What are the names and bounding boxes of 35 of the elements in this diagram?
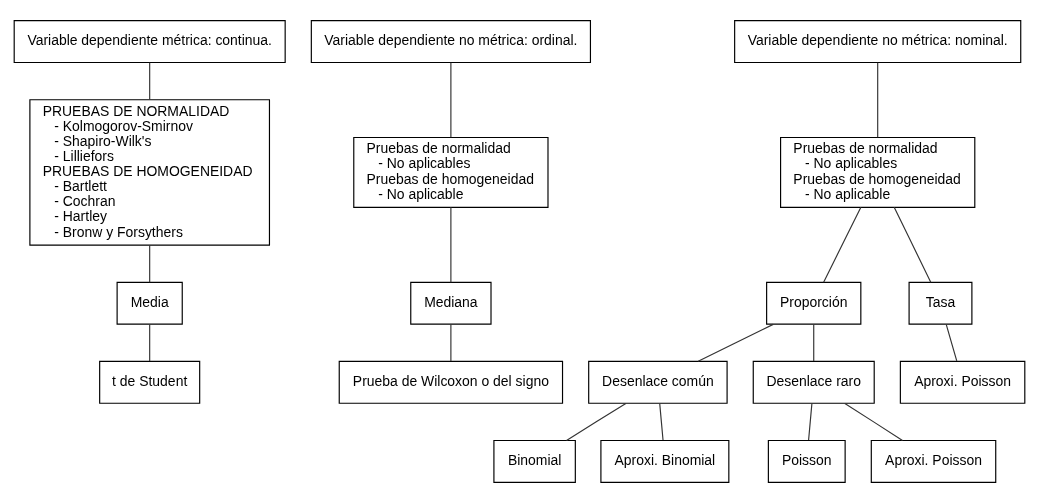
node-box: Aproxi. Binomial — [599, 439, 729, 483]
connector — [807, 402, 812, 441]
connector — [658, 402, 664, 441]
connector — [449, 206, 451, 283]
connector — [822, 206, 861, 283]
connector — [148, 323, 150, 361]
connector — [697, 323, 774, 362]
node-box: Poisson — [767, 439, 846, 483]
connector — [148, 61, 150, 100]
node-box: Pruebas de normalidad - No aplicables Pruebas de homogeneidad - No aplicable — [352, 136, 549, 208]
node-box: Variable dependiente métrica: continua. — [13, 19, 286, 63]
node-box: Variable dependiente no métrica: ordinal. — [310, 19, 591, 63]
connector — [449, 323, 451, 361]
connector — [945, 323, 957, 361]
connector — [893, 206, 931, 283]
node-box: PRUEBAS DE NORMALIDAD - Kolmogorov-Smirnov - Shapiro-Wilk's - Lilliefors PRUEBAS DE HOMOGENEIDAD - Bartlett - Cochran - Hartley - Bronw y Forsythers — [28, 98, 270, 246]
node-box: Media — [116, 281, 183, 325]
connector — [148, 244, 150, 283]
node-box: Proporción — [765, 281, 861, 325]
node-box: Aproxi. Poisson — [870, 439, 996, 483]
node-box: t de Student — [98, 360, 200, 404]
connector — [843, 402, 903, 441]
node-box: Desenlace raro — [752, 360, 875, 404]
node-box: Pruebas de normalidad - No aplicables Pruebas de homogeneidad - No aplicable — [779, 136, 975, 208]
connector — [812, 323, 814, 361]
connector — [565, 402, 626, 441]
node-box: Aproxi. Poisson — [899, 360, 1025, 404]
node-box: Prueba de Wilcoxon o del signo — [338, 360, 563, 404]
connector — [876, 61, 878, 138]
connector — [449, 61, 451, 138]
node-box: Variable dependiente no métrica: nominal. — [733, 19, 1021, 63]
node-box: Binomial — [492, 439, 576, 483]
node-box: Desenlace común — [587, 360, 728, 404]
node-box: Mediana — [409, 281, 492, 325]
node-box: Tasa — [908, 281, 972, 325]
